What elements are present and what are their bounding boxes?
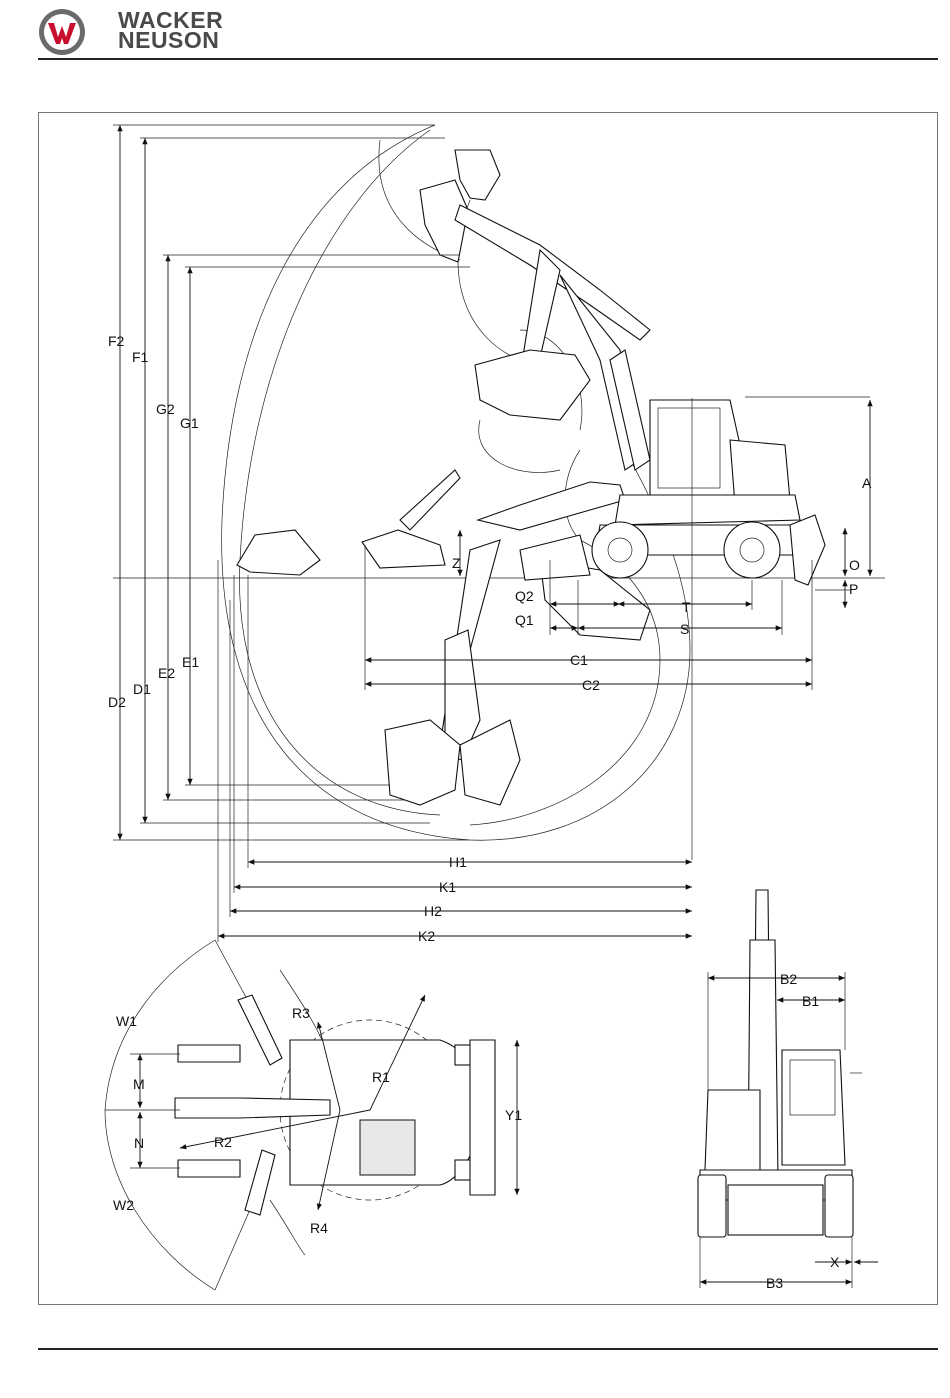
label-C2: C2 [582,677,600,693]
label-X: X [830,1254,840,1270]
label-P: P [849,581,858,597]
label-R1: R1 [372,1069,390,1085]
front-wheel [592,522,648,578]
label-H2: H2 [424,903,442,919]
label-D2: D2 [108,694,126,710]
inner-envelope [239,130,440,815]
arm-swing-left [238,995,282,1065]
label-Q1: Q1 [515,612,534,628]
label-Y1: Y1 [505,1107,522,1123]
label-Z: Z [452,555,461,571]
label-T: T [682,599,691,615]
footer-rule [38,1348,938,1350]
label-G1: G1 [180,415,199,431]
top-view: W1 W2 M N R1 R2 R3 R4 Y1 [105,940,522,1290]
counterweight [360,1120,415,1175]
label-H1: H1 [449,854,467,870]
label-R4: R4 [310,1220,328,1236]
label-E2: E2 [158,665,175,681]
bucket-upper [475,350,590,420]
label-W1: W1 [116,1013,137,1029]
label-M: M [133,1076,145,1092]
cab [650,400,740,495]
label-R3: R3 [292,1005,310,1021]
label-A: A [862,475,872,491]
arm-mid [478,482,625,530]
label-K1: K1 [439,879,456,895]
wheel-front-right [825,1175,853,1237]
body-front [705,1090,760,1170]
label-Q2: Q2 [515,588,534,604]
label-B3: B3 [766,1275,783,1291]
label-D1: D1 [133,681,151,697]
label-F1: F1 [132,349,149,365]
label-B2: B2 [780,971,797,987]
front-view: B2 B1 B3 X [698,890,878,1291]
arm-upper-1 [455,150,500,200]
arm-straight [175,1098,330,1118]
upper-frame [615,495,800,525]
label-O: O [849,557,860,573]
label-E1: E1 [182,654,199,670]
label-R2: R2 [214,1134,232,1150]
dozer-blade-top [470,1040,495,1195]
arm-swing-right [245,1150,275,1215]
label-G2: G2 [156,401,175,417]
label-C1: C1 [570,652,588,668]
dozer-blade [790,515,825,585]
wheel-front-left [698,1175,726,1237]
side-view: F2 F1 G2 G1 D2 D1 E2 E1 A O P Z Q2 Q1 T … [108,125,885,944]
cab-front [782,1050,845,1165]
rear-wheel [724,522,780,578]
label-F2: F2 [108,333,125,349]
label-K2: K2 [418,928,435,944]
label-W2: W2 [113,1197,134,1213]
label-N: N [134,1135,144,1151]
label-B1: B1 [802,993,819,1009]
label-S: S [680,621,689,637]
